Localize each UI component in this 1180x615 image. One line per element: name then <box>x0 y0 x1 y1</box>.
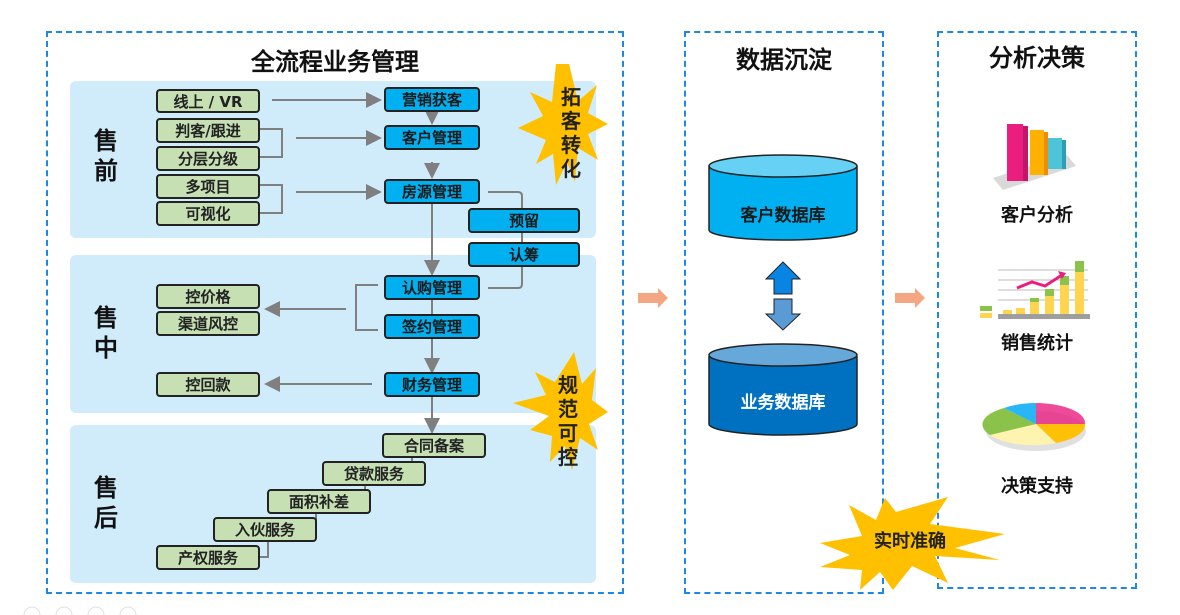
analysis-item-sales: 销售统计 <box>1001 333 1073 354</box>
customer-database-icon <box>708 154 858 241</box>
loop-reserve-pledge <box>488 191 523 289</box>
output-channel-risk: 渠道风控 <box>156 311 260 336</box>
page-indicator-dots <box>23 606 137 615</box>
analysis-item-customer: 客户分析 <box>1001 205 1073 226</box>
process-panel <box>46 31 624 594</box>
input-judge-follow: 判客/跟进 <box>156 118 260 143</box>
input-visualization: 可视化 <box>156 201 260 226</box>
data-panel-title: 数据沉淀 <box>736 46 832 74</box>
stage-label-presale: 售前 <box>94 127 118 185</box>
step-move-in: 入伙服务 <box>213 517 317 542</box>
stage-label-insale: 售中 <box>94 304 118 362</box>
customer-database-label: 客户数据库 <box>740 206 826 226</box>
module-contract: 签约管理 <box>384 314 480 339</box>
module-subscription: 认购管理 <box>384 275 480 300</box>
highlight-realtime: 实时准确 <box>874 531 946 552</box>
analysis-panel-title: 分析决策 <box>989 44 1085 72</box>
business-database-icon <box>708 343 858 436</box>
module-reserve: 预留 <box>468 208 580 233</box>
highlight-conversion: 拓客转化 <box>561 85 581 181</box>
stage-label-aftersale: 售后 <box>94 474 118 532</box>
bracket-subscription-contract <box>355 284 378 331</box>
input-layered-grading: 分层分级 <box>156 146 260 171</box>
analysis-item-decision: 决策支持 <box>1001 476 1073 497</box>
module-pledge: 认筹 <box>468 242 580 267</box>
module-housing-mgmt: 房源管理 <box>384 179 480 204</box>
step-loan-service: 贷款服务 <box>322 461 426 486</box>
input-multi-project: 多项目 <box>156 174 260 199</box>
bracket-multi-visual <box>260 184 283 214</box>
bracket-judge-layer <box>260 128 283 158</box>
output-price-control: 控价格 <box>156 284 260 309</box>
input-online-vr: 线上 / VR <box>156 89 260 113</box>
step-property-rights: 产权服务 <box>156 545 260 570</box>
step-area-adjust: 面积补差 <box>267 489 371 514</box>
module-marketing: 营销获客 <box>384 87 480 112</box>
output-payment-control: 控回款 <box>156 372 260 397</box>
growth-chart-icon <box>980 261 1090 319</box>
bar-chart-3d-icon <box>993 124 1076 190</box>
data-panel <box>684 31 884 594</box>
analysis-panel <box>937 31 1137 589</box>
flow-arrow-right-icon <box>895 288 925 308</box>
highlight-compliance: 规范可控 <box>558 373 578 469</box>
flow-arrow-right-icon <box>638 288 668 308</box>
step-contract-filing: 合同备案 <box>382 433 486 458</box>
module-customer-mgmt: 客户管理 <box>384 125 480 150</box>
business-database-label: 业务数据库 <box>740 393 826 413</box>
process-panel-title: 全流程业务管理 <box>251 48 419 76</box>
sync-arrows-icon <box>764 261 802 331</box>
module-finance: 财务管理 <box>384 372 480 397</box>
pie-chart-3d-icon <box>982 403 1086 451</box>
